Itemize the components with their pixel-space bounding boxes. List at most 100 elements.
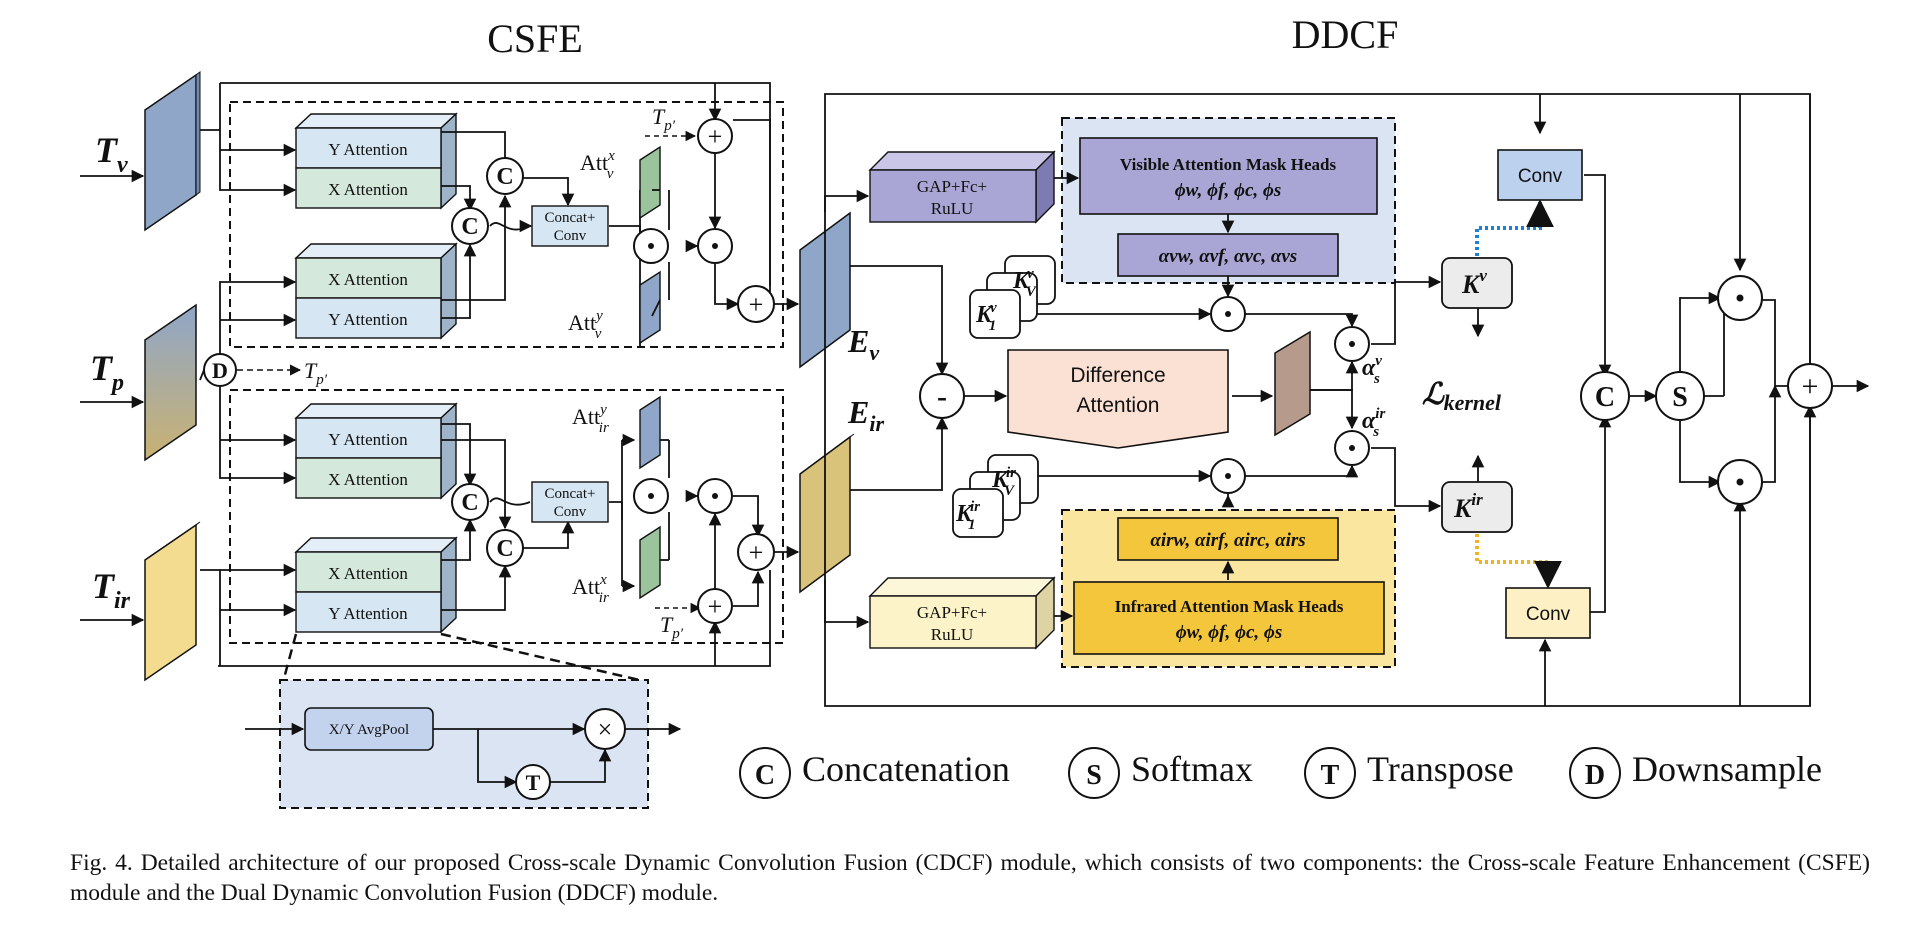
avgpool-zoom-line-right <box>440 632 649 684</box>
mult-operator-dot <box>1225 311 1231 317</box>
attention-block-upper-1 <box>294 112 458 210</box>
difference-attention-label: Attention <box>1077 394 1160 417</box>
csfe-title: CSFE <box>487 16 583 61</box>
concat-conv-label: Conv <box>554 504 587 520</box>
transpose-operator <box>515 764 551 800</box>
visible-alpha-row: αvw, αvf, αvc, αvs <box>1159 246 1297 267</box>
concat-operator <box>486 529 524 567</box>
gap-fc-relu-infrared <box>868 576 1056 650</box>
add-operator <box>697 118 733 154</box>
concat-operator <box>451 483 489 521</box>
add-operator <box>697 588 733 624</box>
mult-operator-dot <box>1349 341 1355 347</box>
tv-feature-slab <box>144 71 201 232</box>
concat-operator-symbol: C <box>496 164 513 190</box>
concat-operator <box>451 207 489 245</box>
add-operator-symbol: + <box>708 122 723 151</box>
infrared-attention-heads-box <box>1073 581 1385 655</box>
att-ir-y-map <box>639 395 661 470</box>
legend-item-transpose: T Transpose <box>1304 747 1514 799</box>
gap-fc-relu-visible <box>868 150 1056 224</box>
svg-text:Transpose: Transpose <box>1367 749 1514 789</box>
y-attention-label: Y Attention <box>328 140 408 159</box>
add-operator-symbol: + <box>749 290 764 319</box>
legend-item-softmax: S Softmax <box>1068 747 1253 799</box>
gap-label: RuLU <box>931 199 974 218</box>
svg-text:D: D <box>1585 760 1605 791</box>
infrared-alpha-box <box>1117 517 1339 561</box>
difference-attention-block <box>1007 349 1229 449</box>
add-operator <box>1787 363 1833 409</box>
gap-label: GAP+Fc+ <box>917 603 987 622</box>
csfe-mult-wiring <box>651 119 771 607</box>
svg-text:S: S <box>1086 760 1102 791</box>
softmax-operator <box>1655 371 1705 421</box>
svg-text:Downsample: Downsample <box>1632 749 1822 789</box>
mult-operator-dot <box>712 493 718 499</box>
visible-kernel-stack <box>969 255 1056 339</box>
mult-operator-dot <box>1736 478 1744 486</box>
concat-operator-symbol: C <box>461 490 478 516</box>
csfe-upper-dashed-region <box>229 101 784 348</box>
conv-label: Conv <box>1526 604 1571 625</box>
add-operator-symbol: + <box>708 592 723 621</box>
difference-attention-label: Difference <box>1070 364 1165 387</box>
concat-conv-label: Concat+ <box>545 210 596 226</box>
svg-text:T: T <box>1321 760 1340 791</box>
avgpool-wiring <box>245 722 682 789</box>
mult-operator-dot <box>1736 294 1744 302</box>
subtract-operator-symbol: - <box>937 380 947 413</box>
infrared-heads-label: Infrared Attention Mask Heads <box>1115 597 1344 616</box>
tp-label: Tp <box>90 348 124 396</box>
concat-operator-symbol: C <box>1595 382 1615 413</box>
y-attention-label: Y Attention <box>328 310 408 329</box>
mult-operator-dot <box>712 243 718 249</box>
architecture-diagram: CSFE DDCF Tv Tp Tir D Tp′ <box>80 12 1870 809</box>
y-attention-label: Y Attention <box>328 430 408 449</box>
y-attention-label: Y Attention <box>328 604 408 623</box>
infrared-alpha-row: αirw, αirf, αirc, αirs <box>1150 530 1305 551</box>
attention-block-lower-2 <box>294 536 458 634</box>
infrared-kernel-stack <box>952 454 1039 538</box>
tp-prime-upper-label: Tp′ <box>652 104 676 134</box>
ddcf-frame-lines <box>824 93 1817 707</box>
kv-output-label: Kv <box>1461 266 1487 299</box>
attention-block-upper-2 <box>294 242 458 340</box>
svg-text:Softmax: Softmax <box>1131 749 1253 789</box>
csfe-lower-dashed-region <box>229 389 784 644</box>
dotted-blue-connector <box>1475 199 1554 256</box>
subtract-operator <box>919 373 965 419</box>
concat-operator <box>1580 371 1630 421</box>
ddcf-wiring <box>824 171 1870 629</box>
svg-text:C: C <box>755 760 775 791</box>
conv-label: Conv <box>1518 166 1563 187</box>
visible-heads-label: Visible Attention Mask Heads <box>1120 155 1337 174</box>
kernel-loss-label: ℒkernel <box>1422 378 1502 415</box>
legend-item-downsample: D Downsample <box>1569 747 1822 799</box>
x-attention-label: X Attention <box>328 180 408 199</box>
softmax-operator-symbol: S <box>1672 382 1688 413</box>
concat-operator-symbol: C <box>461 214 478 240</box>
tp-prime-lower-label: Tp′ <box>660 612 684 642</box>
mult-operator-dot <box>648 243 654 249</box>
tir-feature-slab <box>144 521 201 682</box>
add-operator-symbol: + <box>1802 370 1819 403</box>
add-operator-symbol: + <box>749 538 764 567</box>
avgpool-zoom-line-left <box>281 633 298 683</box>
tp-feature-slab <box>144 303 197 462</box>
infrared-phi-row: ϕw, ϕf, ϕc, ϕs <box>1176 622 1283 643</box>
concat-conv-label: Concat+ <box>545 486 596 502</box>
downsample-operator-symbol: D <box>212 358 228 383</box>
ev-label: Ev <box>847 323 879 365</box>
kir-output-label: Kir <box>1453 490 1483 523</box>
figure-caption: Fig. 4. Detailed architecture of our pro… <box>70 850 1870 906</box>
kv-output-kernel <box>1441 257 1513 309</box>
